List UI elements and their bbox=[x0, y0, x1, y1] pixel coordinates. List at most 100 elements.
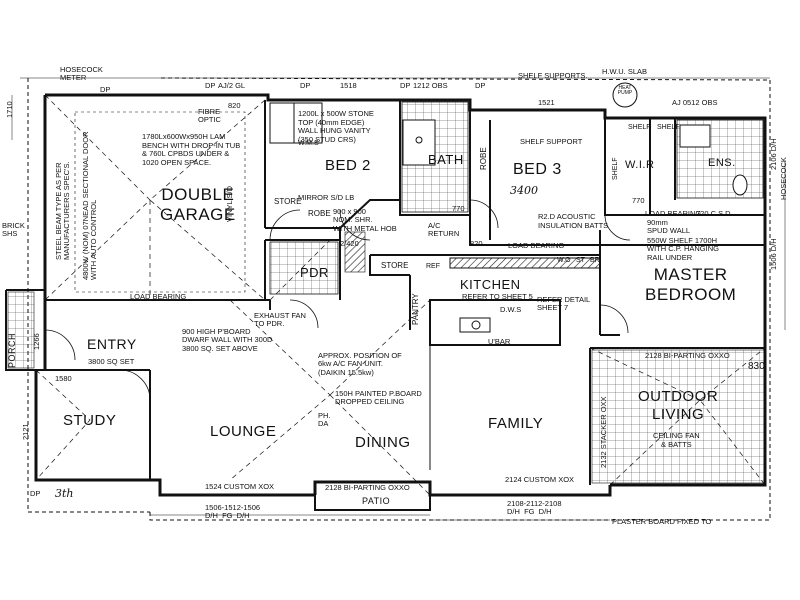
label-shelf-1: SHELF bbox=[612, 157, 619, 180]
label-heat-pump: HEAT PUMP bbox=[617, 85, 633, 96]
note-lam-bench: 1780Lx600Wx950H LAM BENCH WITH DROP-IN T… bbox=[142, 132, 241, 167]
room-bath: BATH bbox=[428, 152, 464, 167]
kitchen-sink bbox=[459, 317, 491, 333]
note-exhaust-fan: EXHAUST FAN TO PDR. bbox=[254, 311, 306, 329]
label-robe-bed2: ROBE bbox=[308, 209, 331, 218]
label-shelf-2: SHELF bbox=[628, 124, 651, 131]
internal-walls bbox=[5, 100, 765, 511]
note-dims-2108: 2108-2112-2108 D/H FG D/H bbox=[507, 499, 562, 517]
outdoor-living-tiles bbox=[591, 349, 765, 484]
note-ceiling-fan: CEILING FAN & BATTS bbox=[653, 431, 700, 449]
note-c-sd: 720 C.S.D bbox=[696, 209, 731, 218]
note-refer-sheet: REFER TO SHEET 5 bbox=[462, 292, 533, 301]
label-robe-bed3: ROBE bbox=[479, 147, 488, 170]
note-dropped-ceiling: 150H PAINTED P.BOARD DROPPED CEILING bbox=[335, 389, 422, 407]
dim-820-mid: 820 bbox=[470, 239, 483, 248]
dim-aj-0512: AJ 0512 OBS bbox=[672, 98, 718, 107]
note-shelf-support: SHELF SUPPORT bbox=[520, 137, 583, 146]
dp-marker: DP bbox=[205, 81, 216, 90]
note-load-bearing-3: LOAD BEARING bbox=[130, 292, 187, 301]
note-r2d: R2.D ACOUSTIC INSULATION BATTS bbox=[538, 212, 609, 230]
pdr-tiles bbox=[269, 241, 339, 295]
room-lounge: LOUNGE bbox=[210, 423, 277, 440]
dimension-lines bbox=[11, 77, 786, 521]
note-vinyl-sd: VINYL S/D bbox=[225, 186, 234, 222]
room-master-bedroom: MASTER BEDROOM bbox=[645, 265, 737, 305]
shower-drain bbox=[415, 136, 423, 144]
label-store-kitchen: STORE bbox=[381, 261, 409, 270]
note-nom-shr: 900 x 900 NOM. SHR. WITH METAL HOB bbox=[333, 207, 397, 233]
door-swings bbox=[44, 199, 631, 401]
dp-marker: DP bbox=[300, 81, 311, 90]
toilet-ens bbox=[732, 174, 748, 196]
note-hwu-slab: H.W.U. SLAB bbox=[602, 67, 648, 76]
dim-1212: 1212 OBS bbox=[413, 81, 448, 90]
vanity bbox=[269, 102, 295, 144]
dim-770b: 770 bbox=[452, 204, 465, 213]
room-patio: PATIO bbox=[362, 496, 391, 506]
note-stacker: 2132 STACKER OXX bbox=[599, 396, 608, 468]
note-load-bearing-1: LOAD BEARING bbox=[508, 241, 565, 250]
label-st: ST bbox=[576, 257, 585, 264]
note-hosecock-meter: HOSECOCK METER bbox=[60, 65, 103, 82]
note-brick: BRICK SHS bbox=[2, 221, 25, 239]
dim-830: 830 bbox=[748, 361, 765, 372]
ens-tiles bbox=[676, 119, 764, 199]
note-custom-1524: 1524 CUSTOM XOX bbox=[205, 482, 275, 491]
note-shelf-supports: SHELF SUPPORTS. bbox=[518, 71, 588, 80]
dim-1521: 1521 bbox=[538, 98, 555, 107]
note-hosecock-right: HOSECOCK bbox=[779, 157, 788, 200]
ens-vanity bbox=[679, 124, 711, 148]
dp-marker: DP bbox=[475, 81, 486, 90]
room-pdr: PDR bbox=[300, 265, 329, 280]
note-spud-wall: 90mm SPUD WALL bbox=[647, 218, 691, 236]
dp-marker: DP bbox=[400, 81, 411, 90]
note-refer-detail: REFER DETAIL SHEET 7 bbox=[537, 295, 591, 313]
roof-lines bbox=[35, 94, 766, 496]
room-kitchen: KITCHEN bbox=[460, 277, 521, 292]
note-steel-beam: STEEL BEAM TYPE AS PER MANUFACTURERS SPE… bbox=[54, 161, 72, 260]
note-bi-parting-top: 2128 BI-PARTING OXXO bbox=[645, 351, 730, 360]
dim-aj-2gl: AJ/2 GL bbox=[218, 81, 246, 90]
note-dp-bottom: DP bbox=[30, 489, 41, 498]
dim-770: 770 bbox=[632, 196, 645, 205]
label-br: BR bbox=[590, 257, 600, 264]
label-ref: REF bbox=[426, 263, 440, 270]
room-outdoor-living: OUTDOOR LIVING bbox=[638, 388, 719, 423]
note-ac-return: A/C RETURN bbox=[428, 221, 460, 239]
dim-1266: 1266 bbox=[32, 333, 41, 350]
label-shelf-3: SHELF bbox=[657, 124, 680, 131]
note-load-bearing-2: LOAD BEARING bbox=[645, 209, 702, 218]
note-dws: D.W.S bbox=[500, 305, 522, 314]
dim-1506-right: 1506 D/H bbox=[769, 238, 778, 270]
dp-marker: DP bbox=[100, 85, 111, 94]
room-ens: ENS. bbox=[708, 157, 736, 169]
dim-2106-right: 2106 D/H bbox=[769, 138, 778, 170]
dim-1580: 1580 bbox=[55, 374, 72, 383]
note-stone-top: 1200L x 500W STONE TOP (40mm EDGE) WALL … bbox=[298, 109, 374, 144]
wms-box bbox=[293, 102, 323, 144]
external-walls bbox=[34, 93, 767, 497]
note-bottom-hand: 3th bbox=[55, 487, 74, 500]
note-custom-2124: 2124 CUSTOM XOX bbox=[505, 475, 575, 484]
label-wo: W.O bbox=[557, 257, 571, 264]
room-bed-2: BED 2 bbox=[325, 157, 371, 174]
note-sectional-door: 4800W (NOM) 07NEAD SECTIONAL DOOR WITH A… bbox=[81, 131, 99, 280]
note-bed3-hand: 3400 bbox=[510, 184, 538, 197]
entry-tiles bbox=[7, 291, 35, 369]
note-fibre-optic: FIBRE OPTIC bbox=[198, 107, 221, 124]
dim-820-top: 820 bbox=[228, 101, 241, 110]
note-ubar: U'BAR bbox=[488, 337, 511, 346]
kitchen-bench-hatched bbox=[449, 257, 601, 269]
room-study: STUDY bbox=[63, 412, 117, 429]
eaves-outline bbox=[27, 77, 771, 521]
note-ac-position: APPROX. POSITION OF 6kw A/C FAN UNIT. (D… bbox=[318, 351, 402, 377]
note-3800: 3800 SQ SET bbox=[88, 357, 135, 366]
note-shelf-1700: 550W SHELF 1700H WITH C.P. HANGING RAIL … bbox=[647, 236, 719, 262]
note-ph-da: PH. DA bbox=[318, 411, 331, 429]
store-hatched bbox=[344, 231, 366, 273]
dim-1710: 1710 bbox=[5, 101, 14, 118]
note-dims-1506: 1506-1512-1506 D/H FG D/H bbox=[205, 503, 261, 521]
dim-2121: 2121 bbox=[21, 423, 30, 440]
